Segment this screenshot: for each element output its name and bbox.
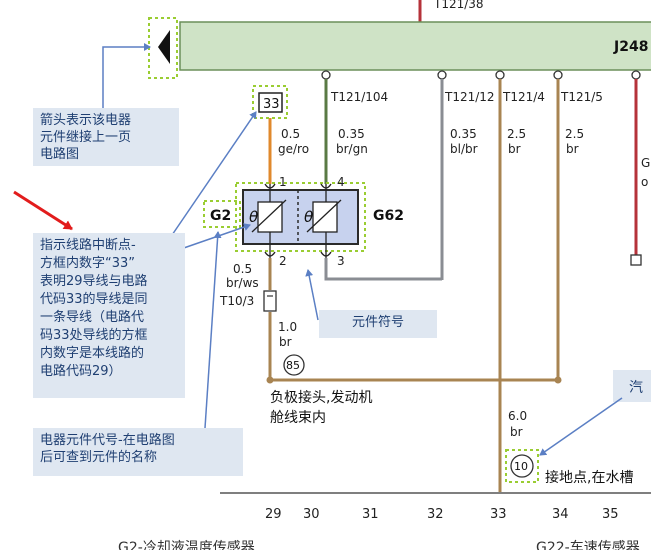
ground-junction-text: 负极接头,发动机 — [270, 389, 372, 406]
pin-number: 4 — [337, 175, 345, 189]
wire-color: br/gn — [336, 142, 368, 156]
callout-pointer — [204, 231, 222, 429]
wire-size: 6.0 — [508, 409, 527, 423]
wire-color: bl/br — [450, 142, 478, 156]
callout-symbol-note: 元件符号 — [319, 310, 437, 338]
wire-color: ge/ro — [278, 142, 309, 156]
continuation-arrow-icon — [158, 30, 170, 64]
reference-box — [258, 92, 283, 113]
wire-size: 0.5 — [233, 262, 252, 276]
pin-number: 2 — [279, 254, 287, 268]
pin-label: T121/12 — [444, 90, 495, 104]
scale-number: 35 — [602, 507, 619, 522]
pin-label: T121/104 — [330, 90, 388, 104]
callout-pointer — [102, 43, 151, 108]
scale-number: 29 — [265, 507, 282, 522]
red-arrow-icon — [13, 190, 73, 231]
pin-number: 3 — [337, 254, 345, 268]
reference-box-number: 33 — [263, 97, 280, 112]
pin-label: T121/5 — [560, 90, 603, 104]
wire-color: br/ws — [226, 276, 259, 290]
module-bar — [179, 21, 651, 71]
module-top-pin: T121/38 — [433, 0, 484, 11]
footer-caption: G2-冷却液温度传感器 — [118, 539, 255, 550]
pin-label: T10/3 — [219, 294, 254, 308]
circle-85 — [283, 354, 305, 376]
wire-size: 0.5 — [281, 127, 300, 141]
callout-pointer — [305, 269, 319, 321]
svg-text:θ: θ — [304, 208, 313, 226]
scale-number: 30 — [303, 507, 320, 522]
connector-icon — [263, 290, 277, 312]
wire-size: 0.35 — [338, 127, 365, 141]
module-name: J248 — [613, 39, 648, 55]
thermistor-icon: θ — [304, 199, 342, 233]
component-code: G62 — [373, 208, 404, 224]
ground-junction-text: 舱线束内 — [270, 410, 326, 426]
wire-size: 1.0 — [278, 320, 297, 334]
right-edge-fragment: o — [641, 175, 648, 189]
scale-number: 31 — [362, 507, 379, 522]
wire-color: br — [510, 425, 523, 439]
callout-break-point-note: 指示线路中断点- 方框内数字“33” 表明29导线与电路 代码33的导线是同 一… — [33, 233, 185, 398]
component-code: G2 — [210, 208, 231, 224]
callout-pointer — [177, 223, 251, 251]
wire-size: 0.35 — [450, 127, 477, 141]
scale-number: 33 — [490, 507, 507, 522]
wire-size: 2.5 — [565, 127, 584, 141]
right-edge-fragment: 汽 — [629, 380, 643, 396]
callout-pointer — [539, 397, 623, 456]
footer-caption: G22-车速传感器 — [536, 539, 640, 550]
pin-label: T121/4 — [502, 90, 545, 104]
scale-number: 34 — [552, 507, 569, 522]
callout-pointer — [169, 111, 257, 239]
wire-color: br — [566, 142, 579, 156]
callout-arrow-note: 箭头表示该电器 元件继接上一页 电路图 — [33, 108, 179, 166]
circle-10-number: 10 — [514, 460, 528, 473]
wire-color: br — [279, 335, 292, 349]
wire-color: br — [508, 142, 521, 156]
right-edge-fragment: G — [641, 156, 650, 170]
ground-point-text: 接地点,在水槽 — [545, 469, 633, 486]
callout-code-note: 电器元件代号-在电路图 后可查到元件的名称 — [33, 428, 243, 476]
pin-number: 1 — [279, 175, 287, 189]
circle-10 — [510, 454, 534, 478]
circle-85-number: 85 — [286, 359, 300, 372]
wire-size: 2.5 — [507, 127, 526, 141]
scale-number: 32 — [427, 507, 444, 522]
svg-text:θ: θ — [249, 208, 258, 226]
